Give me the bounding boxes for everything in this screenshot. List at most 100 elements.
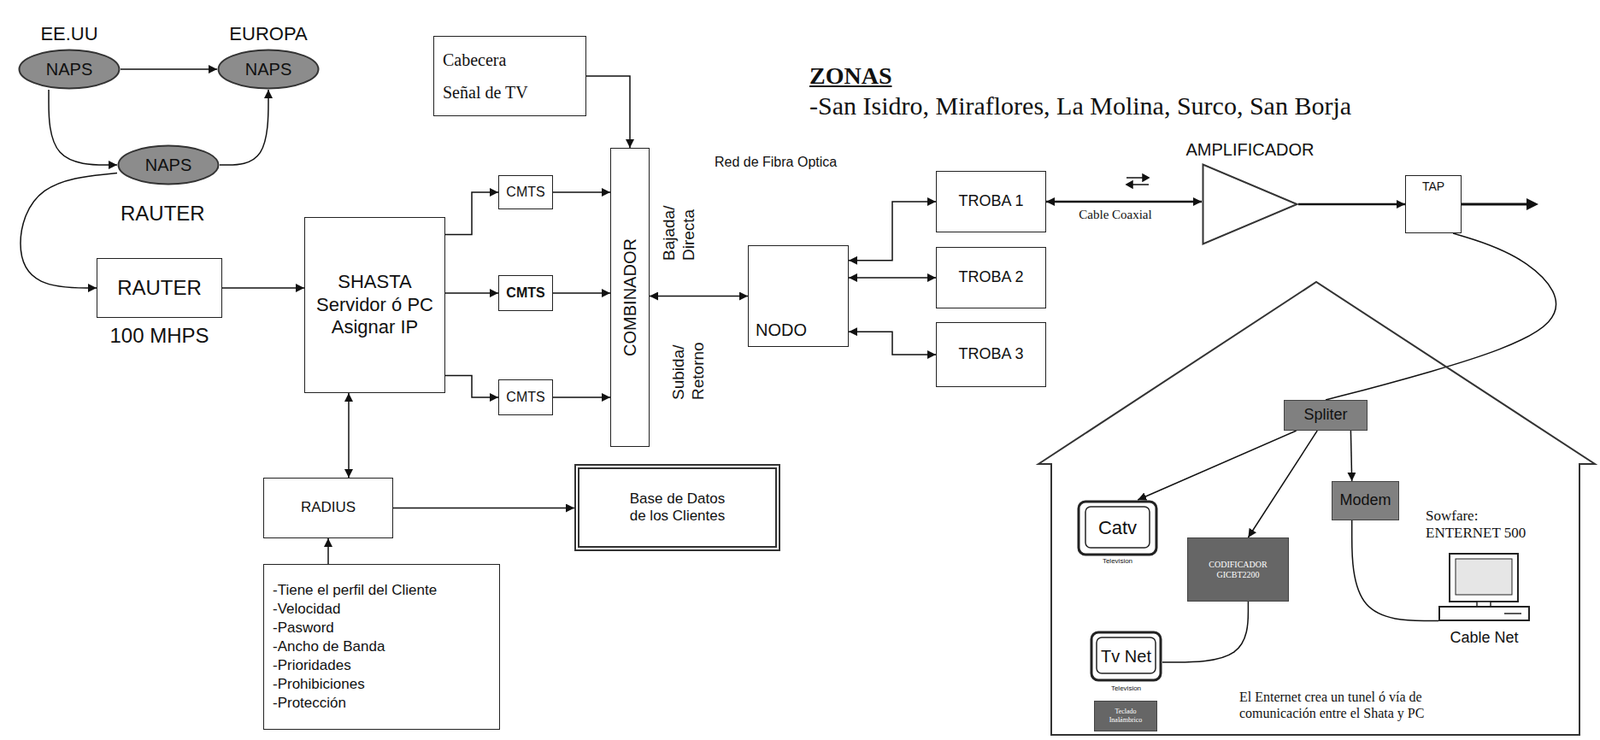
profile-list-text: -Protección bbox=[272, 694, 347, 713]
radius-box-text: RADIUS bbox=[300, 499, 356, 517]
naps-ellipse: NAPS bbox=[117, 144, 220, 186]
combiner-box: COMBINADOR bbox=[610, 147, 650, 448]
profile-list-text: -Tiene el perfil del Cliente bbox=[272, 581, 437, 600]
note-label: ZONAS bbox=[809, 61, 892, 91]
tv-set-text: Tv Net bbox=[1100, 646, 1152, 667]
ellipse-shape bbox=[118, 146, 219, 185]
profile-list-text: -Prioridades bbox=[272, 656, 352, 676]
signal-direction-label: Subida/ Retorno bbox=[669, 335, 709, 400]
server-box-text: SHASTA Servidor ó PC Asignar IP bbox=[310, 270, 440, 339]
tv-headend-box: Cabecera Señal de TV bbox=[433, 35, 587, 117]
router-box: RAUTER100 MHPS bbox=[96, 258, 223, 318]
fiber-node-box: NODO bbox=[747, 245, 849, 348]
connector bbox=[848, 331, 936, 355]
decoder-box-text: CODIFICADOR GICBT2200 bbox=[1193, 559, 1283, 581]
house-shape bbox=[1038, 282, 1595, 736]
troba-box: TROBA 3 bbox=[935, 322, 1047, 388]
cmts-box-text: CMTS bbox=[505, 388, 545, 406]
note-label: Red de Fibra Optica bbox=[714, 153, 837, 171]
radius-box: RADIUS bbox=[263, 477, 394, 539]
server-box: SHASTA Servidor ó PC Asignar IP bbox=[304, 217, 446, 394]
ellipse-shape bbox=[218, 50, 319, 89]
connector bbox=[552, 396, 611, 399]
connector-label: Cable Coaxial bbox=[1076, 206, 1154, 223]
cmts-box: CMTS bbox=[498, 175, 553, 210]
cmts-box: CMTS bbox=[498, 275, 553, 312]
connector bbox=[1352, 520, 1439, 621]
connector bbox=[445, 292, 499, 295]
outbound-arrowhead bbox=[1526, 198, 1539, 211]
connector bbox=[327, 538, 330, 565]
connector bbox=[1247, 430, 1318, 538]
troba-box: TROBA 1 bbox=[935, 170, 1047, 233]
naps-ellipse: EUROPANAPS bbox=[217, 48, 320, 90]
connector bbox=[1325, 233, 1557, 400]
keyboard-box-text: Teclado Inalámbrico bbox=[1100, 707, 1152, 724]
database-box: Base de Datos de los Clientes bbox=[574, 464, 781, 552]
naps-ellipse-text: NAPS bbox=[245, 58, 292, 80]
decoder-box: CODIFICADOR GICBT2200 bbox=[1187, 537, 1289, 602]
signal-direction-label: Bajada/ Directa bbox=[659, 199, 700, 261]
router-box-text: 100 MHPS bbox=[109, 323, 209, 349]
amplifier-triangle-outline bbox=[1201, 163, 1299, 246]
tv-headend-box-text: Cabecera Señal de TV bbox=[442, 43, 544, 109]
bidirectional-symbol bbox=[1126, 174, 1149, 189]
connector bbox=[649, 295, 748, 298]
connector bbox=[445, 375, 499, 398]
tv-set: CatvTelevision bbox=[1076, 500, 1159, 567]
connector bbox=[552, 191, 611, 194]
keyboard-box: Teclado Inalámbrico bbox=[1094, 700, 1158, 732]
house-outline-text: El Enternet crea un tunel ó vía de comun… bbox=[1239, 688, 1496, 722]
naps-ellipse: EE.UUNAPS bbox=[17, 48, 121, 90]
pc-case bbox=[1439, 606, 1530, 621]
connector bbox=[552, 292, 611, 295]
fiber-node-box-text: NODO bbox=[755, 319, 824, 341]
modem-box: Modem bbox=[1331, 481, 1400, 521]
naps-ellipse-text: NAPS bbox=[145, 154, 192, 176]
combiner-box-text: COMBINADOR bbox=[619, 238, 641, 357]
naps-ellipse-text: EUROPA bbox=[229, 23, 307, 46]
troba-box: TROBA 2 bbox=[935, 247, 1047, 309]
connector bbox=[1137, 430, 1296, 500]
note-label: RAUTER bbox=[120, 201, 206, 227]
connector bbox=[848, 276, 936, 279]
symbol-head bbox=[1142, 174, 1149, 182]
monitor bbox=[1449, 553, 1518, 602]
computer-text: Cable Net bbox=[1438, 629, 1530, 648]
note-label: Sowfare: ENTERNET 500 bbox=[1425, 507, 1546, 543]
tv-set-text: Catv bbox=[1098, 517, 1137, 540]
connector bbox=[393, 507, 575, 510]
connector bbox=[1298, 203, 1406, 206]
profile-list-text: -Velocidad bbox=[272, 600, 341, 619]
modem-box-text: Modem bbox=[1339, 491, 1391, 511]
troba-box-text: TROBA 2 bbox=[958, 268, 1024, 288]
amplifier-triangle-text: AMPLIFICADOR bbox=[1185, 139, 1314, 160]
connector bbox=[848, 201, 936, 261]
connector bbox=[222, 287, 305, 289]
monitor-screen bbox=[1455, 558, 1512, 595]
tv-set-text: Television bbox=[1089, 684, 1163, 694]
outbound-line bbox=[1461, 203, 1530, 206]
ellipse-shape bbox=[19, 50, 120, 89]
profile-list: -Tiene el perfil del Cliente-Velocidad -P… bbox=[263, 564, 500, 730]
connector bbox=[219, 89, 269, 165]
database-box-text: Base de Datos de los Clientes bbox=[622, 490, 734, 526]
splitter-box-text: Spliter bbox=[1303, 405, 1348, 425]
troba-box-text: TROBA 3 bbox=[958, 345, 1024, 365]
cmts-box-text: CMTS bbox=[505, 183, 545, 200]
profile-list-text: -Ancho de Banda bbox=[272, 637, 385, 657]
connector bbox=[120, 68, 218, 71]
connector bbox=[1350, 430, 1352, 482]
naps-ellipse-text: NAPS bbox=[46, 58, 93, 80]
cmts-box-text: CMTS bbox=[505, 284, 545, 301]
connector bbox=[586, 76, 630, 148]
amplifier-triangle: AMPLIFICADOR bbox=[1201, 163, 1299, 246]
tv-set: Tv NetTelevision bbox=[1089, 630, 1163, 695]
tap-box: TAP bbox=[1405, 175, 1462, 234]
connector bbox=[1162, 601, 1248, 663]
tap-box-text: TAP bbox=[1405, 179, 1461, 195]
troba-box-text: TROBA 1 bbox=[958, 192, 1024, 212]
cmts-box: CMTS bbox=[498, 379, 553, 416]
